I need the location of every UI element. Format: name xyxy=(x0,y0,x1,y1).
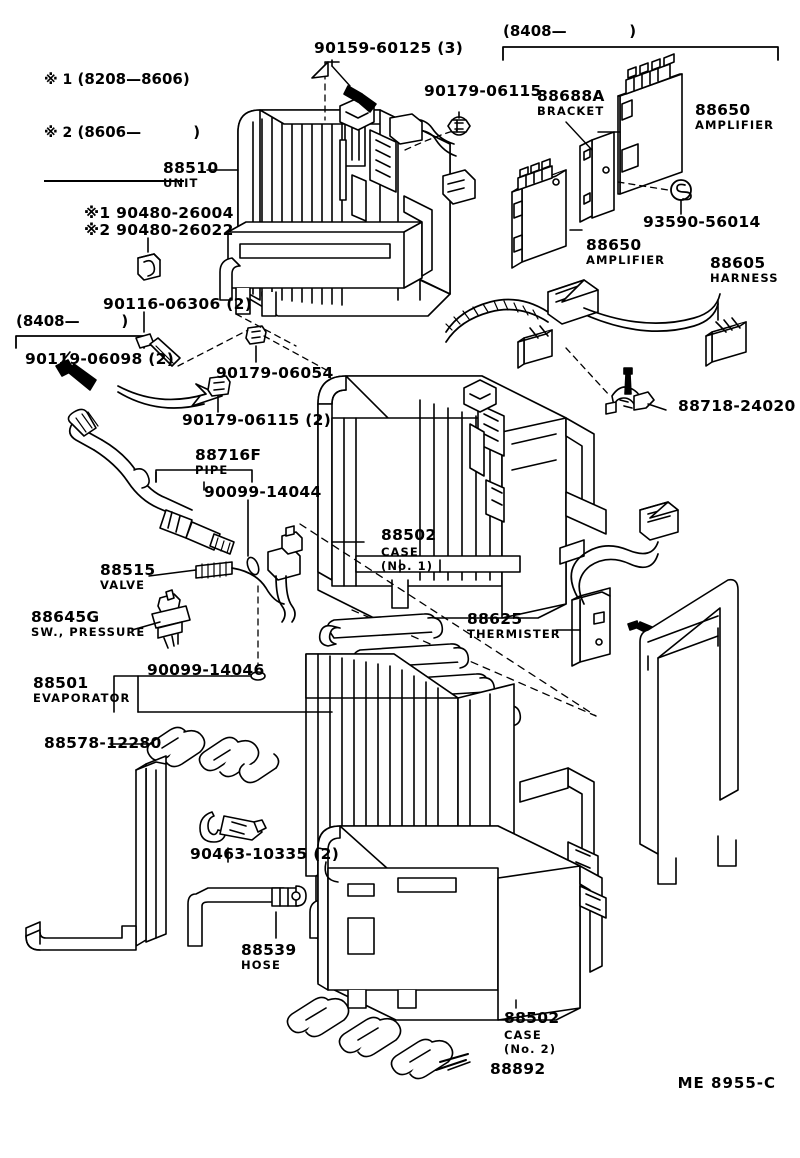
label-90480-26004: ※1 90480-26004 xyxy=(84,204,234,222)
label-88502-no1-desc: CASE (No. 1) xyxy=(381,545,434,574)
clamp-88578-12280 xyxy=(146,726,280,784)
legend-block: ※ 1 (8208—8606) ※ 2 (8606— ) xyxy=(44,36,200,217)
legend-mark-2: ※ 2 xyxy=(44,125,73,142)
range-bracket-left xyxy=(15,335,145,349)
case-no1-88502 xyxy=(317,375,607,619)
label-88501: 88501 xyxy=(33,674,89,692)
label-90116-06306: 90116-06306 (2) xyxy=(103,295,253,313)
label-90463-10335: 90463-10335 (2) xyxy=(190,845,340,863)
case-seal-frame xyxy=(639,578,739,885)
label-90179-06115-2: 90179-06115 (2) xyxy=(182,411,332,429)
bolt-90116-06306 xyxy=(135,333,181,367)
label-88688A-desc: BRACKET xyxy=(537,104,605,118)
hose-88539 xyxy=(187,885,307,947)
pipe-88716F xyxy=(67,408,303,623)
label-88716F-desc: PIPE xyxy=(195,463,229,477)
direction-arrow xyxy=(117,383,223,409)
amplifier-88650-mid xyxy=(511,158,567,269)
label-88539-desc: HOSE xyxy=(241,958,281,972)
label-88502-no2-desc: CASE (No. 2) xyxy=(504,1028,557,1057)
clip-90463-10335 xyxy=(199,811,267,843)
label-90099-14046: 90099-14046 xyxy=(147,661,265,679)
cooling-unit-88510 xyxy=(219,97,476,317)
nut-90179-06115-2 xyxy=(207,375,231,397)
legend-range-2: (8606— ) xyxy=(77,123,201,142)
range-bracket-top xyxy=(502,46,779,61)
clamp-88718-24020 xyxy=(605,386,655,415)
nut-90179-06115-top xyxy=(447,116,471,136)
label-88605-desc: HARNESS xyxy=(710,271,779,285)
label-90179-06115-top: 90179-06115 xyxy=(424,82,542,100)
label-88501-desc: EVAPORATOR xyxy=(33,691,131,705)
oring-90099-14046 xyxy=(250,671,266,681)
bolt-90159-60125 xyxy=(343,85,377,113)
label-93590-56014: 93590-56014 xyxy=(643,213,761,231)
label-88716F: 88716F xyxy=(195,446,262,464)
label-88688A: 88688A xyxy=(537,87,605,105)
label-88892: 88892 xyxy=(490,1060,546,1078)
label-88650-mid: 88650 xyxy=(586,236,642,254)
valve-88515 xyxy=(195,561,285,605)
label-90179-06054: 90179-06054 xyxy=(216,364,334,382)
label-90480-26022: ※2 90480-26022 xyxy=(84,221,234,239)
label-88539: 88539 xyxy=(241,941,297,959)
label-88650-right-desc: AMPLIFIER xyxy=(695,118,775,132)
harness-88605 xyxy=(445,279,747,369)
screw-fastener xyxy=(623,367,633,395)
label-88510-desc: UNIT xyxy=(163,176,199,190)
label-88510: 88510 xyxy=(163,159,219,177)
label-88645G: 88645G xyxy=(31,608,100,626)
bracket-88688A xyxy=(579,131,615,223)
bracket-88716F-group xyxy=(155,469,253,557)
label-90119-06098: 90119-06098 (2) xyxy=(25,350,175,368)
pressure-switch-88645G xyxy=(151,589,191,649)
label-88625-desc: THERMISTER xyxy=(467,627,561,641)
thermister-88625 xyxy=(570,501,679,667)
bracket-88501-group xyxy=(113,675,333,713)
label-88718-24020: 88718-24020 xyxy=(678,397,796,415)
label-90099-14044: 90099-14044 xyxy=(204,483,322,501)
grommet-90480 xyxy=(137,253,161,281)
nut-90179-06054 xyxy=(245,325,267,345)
legend-range-1: (8208—8606) xyxy=(77,70,190,89)
drawing-code: ME 8955-C xyxy=(677,1074,776,1092)
screw-90119-06098 xyxy=(55,359,97,391)
label-90159-60125: 90159-60125 (3) xyxy=(314,39,464,57)
label-88625: 88625 xyxy=(467,610,523,628)
leader-lines xyxy=(109,131,667,1071)
amplifier-88650-right xyxy=(617,53,683,195)
insulator-88892 xyxy=(286,996,469,1080)
label-88645G-desc: SW., PRESSURE xyxy=(31,625,146,639)
label-88515-desc: VALVE xyxy=(100,578,146,592)
label-88515: 88515 xyxy=(100,561,156,579)
label-88650-right: 88650 xyxy=(695,101,751,119)
label-88650-mid-desc: AMPLIFIER xyxy=(586,253,666,267)
label-88578-12280: 88578-12280 xyxy=(44,734,162,752)
label-88605: 88605 xyxy=(710,254,766,272)
label-88502-no1: 88502 xyxy=(381,526,437,544)
range-label-left-mid: (8408— ) xyxy=(16,312,129,330)
screw-93590-56014 xyxy=(670,179,692,201)
left-frame-bracket xyxy=(25,755,167,951)
range-label-top-right: (8408— ) xyxy=(503,22,637,40)
legend-underline xyxy=(44,179,184,182)
legend-mark-1: ※ 1 xyxy=(44,72,73,89)
label-88502-no2: 88502 xyxy=(504,1009,560,1027)
case-no2-88502 xyxy=(317,825,607,1021)
